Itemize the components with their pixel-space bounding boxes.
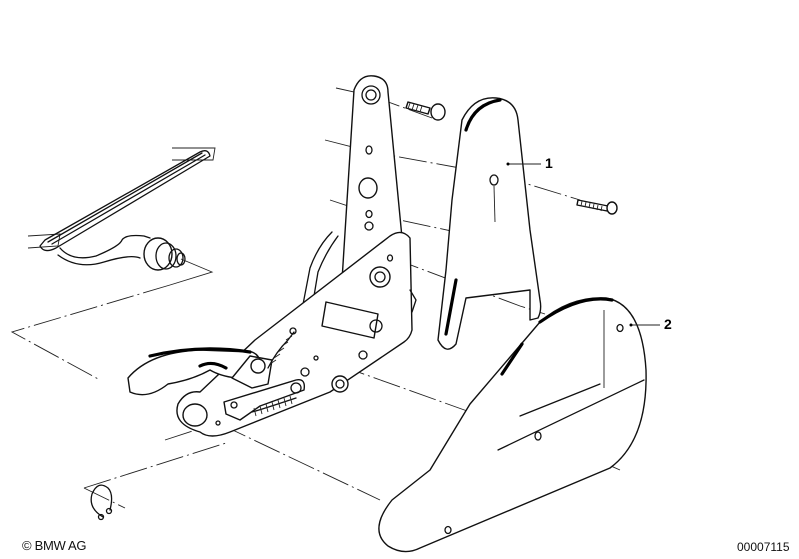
- reference-number: 00007115: [737, 540, 790, 554]
- part-1-bracket: [437, 97, 542, 350]
- upper-screw: [405, 101, 446, 121]
- connecting-rod: [27, 147, 216, 286]
- main-hinge-plate: [176, 231, 417, 437]
- part-2-cover: [378, 297, 647, 553]
- tension-spring: [251, 395, 297, 417]
- callout-2-label: 2: [664, 316, 672, 332]
- copyright-text: © BMW AG: [22, 538, 87, 553]
- release-spring: [267, 327, 297, 369]
- circlip: [90, 484, 113, 521]
- adjuster-lever: [127, 347, 273, 396]
- long-screw: [576, 199, 618, 215]
- linkage-bracket: [223, 379, 306, 421]
- callout-1-label: 1: [545, 155, 553, 171]
